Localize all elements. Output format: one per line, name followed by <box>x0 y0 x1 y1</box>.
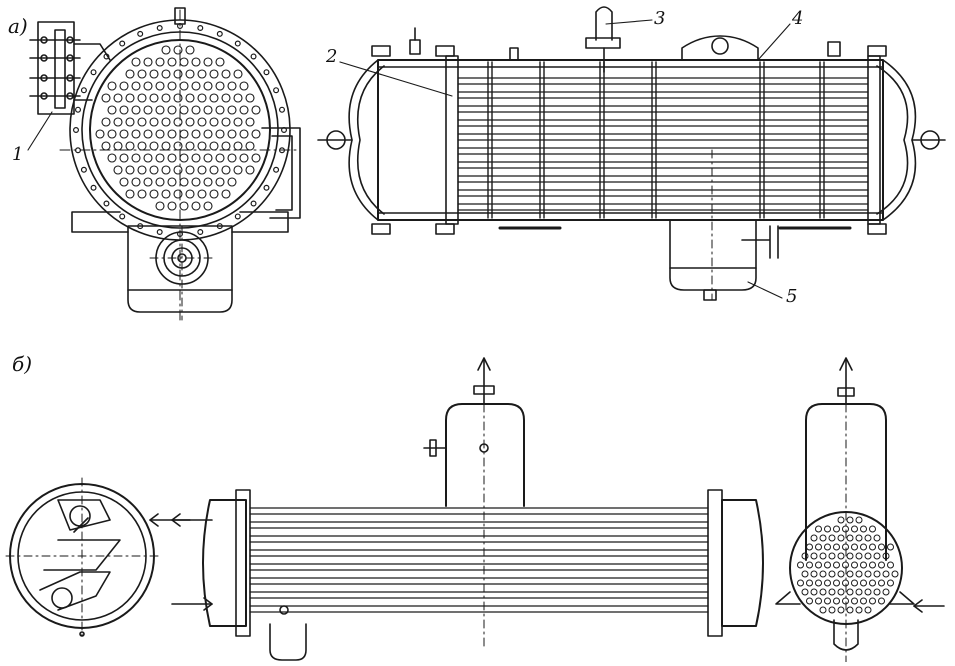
fig-b-side-view <box>171 357 764 661</box>
fig-a-end-view <box>27 7 301 321</box>
tube-sheet-holes <box>95 45 261 211</box>
tube-bundle <box>457 77 869 211</box>
hotwell-a <box>127 225 233 313</box>
shell-a <box>377 59 884 221</box>
callout-3: 3 <box>654 8 666 29</box>
hotwell-section <box>669 219 757 291</box>
left-head <box>348 59 379 221</box>
steam-dome <box>445 403 525 507</box>
air-pipe <box>595 6 613 41</box>
callout-4: 4 <box>792 8 804 29</box>
fig-a-section <box>317 6 946 301</box>
label-fig-a: а) <box>8 14 28 38</box>
support-plates <box>487 61 825 219</box>
bolt-ring <box>72 23 288 238</box>
right-head <box>882 59 917 221</box>
tubes-side-view <box>249 507 709 613</box>
callout-1: 1 <box>12 144 24 165</box>
inlet-flange-1 <box>29 21 111 115</box>
fig-b-right-view <box>775 357 945 663</box>
callout-5: 5 <box>786 286 798 307</box>
fig-b-end-view <box>5 477 191 641</box>
tube-sheet-holes-right <box>797 516 899 614</box>
label-fig-b: б) <box>12 352 33 376</box>
callout-2: 2 <box>326 46 338 67</box>
